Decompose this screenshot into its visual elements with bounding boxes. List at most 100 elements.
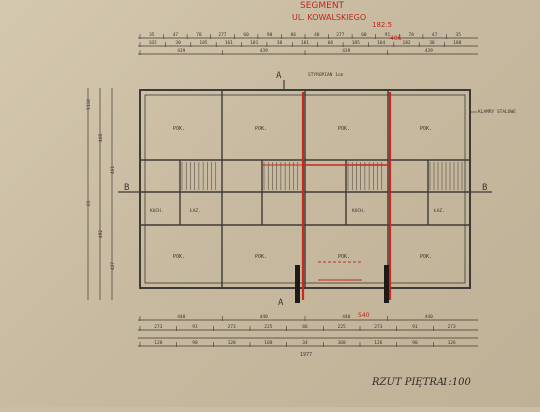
staircases (181, 162, 463, 190)
total-width: 1977 (300, 352, 312, 358)
room-labels: POK. POK. POK. POK. POK. POK. POK. POK. … (150, 126, 445, 260)
dimension-value: 35 (456, 32, 462, 38)
header-note-line1: SEGMENT (300, 1, 345, 11)
dimension-value: 90 (412, 340, 418, 346)
dimension-value: 440 (177, 314, 185, 320)
dimension-value: 161 (225, 40, 233, 46)
section-marker-b-left: B (124, 183, 129, 193)
dimension-value: 78 (408, 32, 414, 38)
room-label: POK. (338, 254, 350, 260)
dimension-value: 91 (192, 324, 198, 330)
dimension-value: 440 (425, 314, 433, 320)
dimension-value: 277 (336, 32, 344, 38)
dimension-value: 40 (314, 32, 320, 38)
bottom-dimension-row-2: 273 91 273 225 86 225 273 91 273 (139, 324, 456, 331)
dimension-value: 47 (432, 32, 438, 38)
dimension-value: 78 (196, 32, 202, 38)
dimension-value: 185 (199, 40, 207, 46)
dimension-value: 1134 (86, 99, 92, 110)
dimension-value: 273 (154, 324, 162, 330)
room-label: ŁAZ. (189, 208, 201, 214)
dimension-value: 90 (192, 340, 198, 346)
dimension-value: 273 (374, 324, 382, 330)
section-markers: A A B B (118, 71, 492, 308)
bottom-dimension-row-3: 128 90 128 168 34 168 126 90 126 (139, 340, 456, 347)
dimension-value: 225 (264, 324, 272, 330)
dimension-value: 91 (412, 324, 418, 330)
room-label: KUCH. (150, 208, 164, 214)
section-marker-a-top: A (276, 71, 282, 81)
room-label: POK. (173, 254, 185, 260)
dimension-value: 35 (149, 32, 155, 38)
drawing-title: RZUT PIĘTRA (371, 377, 444, 388)
wall-post (295, 265, 300, 303)
dimension-value: 66 (328, 40, 334, 46)
dimension-value: 86 (291, 32, 297, 38)
red-note-right: 406 (390, 35, 402, 42)
dimension-value: 188 (453, 40, 461, 46)
dimension-value: 182 (149, 40, 157, 46)
dimension-value: 461 (110, 166, 116, 174)
styropian-label: STYROPIAN 1cm (308, 72, 344, 78)
dimension-value: 273 (448, 324, 456, 330)
dimension-value: 90 (267, 32, 273, 38)
dimension-value: 47 (173, 32, 179, 38)
top-dimension-lines (138, 37, 478, 55)
red-markup (262, 92, 392, 300)
left-dimension-values: 1134 468 461 65 492 427 (86, 99, 116, 270)
dimension-value: 168 (264, 340, 272, 346)
dimension-value: 164 (377, 40, 385, 46)
dimension-value: 277 (218, 32, 226, 38)
klamry-label: KLAMRY STALOWE (478, 109, 516, 115)
room-label: ŁAZ. (433, 208, 445, 214)
dimension-value: 468 (98, 134, 104, 142)
section-marker-a-bottom: A (278, 298, 284, 308)
room-label: KUCH. (352, 208, 366, 214)
dimension-value: 34 (302, 340, 308, 346)
dimension-value: 60 (243, 32, 249, 38)
dimension-value: 168 (338, 340, 346, 346)
dimension-value: 182 (403, 40, 411, 46)
dimension-value: 126 (448, 340, 456, 346)
dimension-value: 30 (277, 40, 283, 46)
dimension-value: 273 (228, 324, 236, 330)
header-red-number: 182.5 (372, 21, 392, 29)
dimension-value: 225 (338, 324, 346, 330)
dimension-value: 439 (260, 48, 268, 54)
dimension-value: 126 (374, 340, 382, 346)
header-note-line2: UL. KOWALSKIEGO (292, 13, 366, 22)
wall-post (384, 265, 389, 303)
dimension-value: 30 (175, 40, 181, 46)
dimension-value: 86 (302, 324, 308, 330)
bottom-dimension-row-1: 440 440 440 440 (139, 314, 433, 321)
dimension-value: 30 (429, 40, 435, 46)
room-label: POK. (255, 126, 267, 132)
room-label: POK. (338, 126, 350, 132)
room-label: POK. (173, 126, 185, 132)
dimension-value: 439 (342, 48, 350, 54)
dimension-value: 439 (177, 48, 185, 54)
dimension-value: 492 (98, 230, 104, 238)
top-dimension-row-1: 35 47 78 277 60 90 86 40 277 60 91 78 47 35 (139, 32, 462, 39)
dimension-value: 60 (361, 32, 367, 38)
dimension-value: 439 (425, 48, 433, 54)
interior-walls (140, 90, 470, 288)
room-label: POK. (255, 254, 267, 260)
red-note-mid: 540 (358, 312, 370, 319)
dimension-value: 128 (228, 340, 236, 346)
bottom-dimension-lines (138, 319, 478, 347)
dimension-value: 185 (352, 40, 360, 46)
section-marker-b-right: B (482, 183, 487, 193)
room-label: POK. (420, 254, 432, 260)
drawing-scale: 1:100 (442, 377, 471, 388)
dimension-value: 181 (250, 40, 258, 46)
dimension-value: 91 (385, 32, 391, 38)
dimension-value: 128 (154, 340, 162, 346)
dimension-value: 65 (86, 200, 92, 206)
dimension-value: 427 (110, 262, 116, 270)
dimension-value: 440 (342, 314, 350, 320)
dimension-value: 440 (260, 314, 268, 320)
